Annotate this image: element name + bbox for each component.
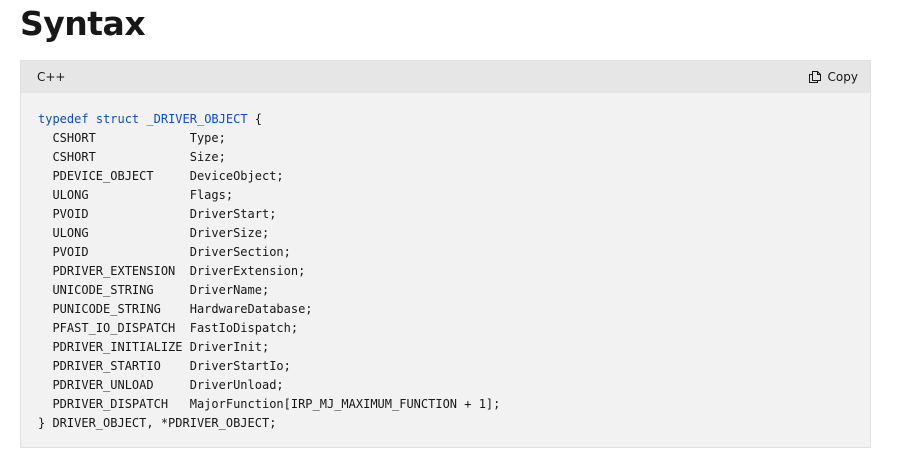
code-line: CSHORT Type; (38, 131, 226, 145)
code-line: PDRIVER_DISPATCH MajorFunction[IRP_MJ_MA… (38, 397, 501, 411)
keyword-struct: struct (95, 112, 140, 126)
code-line: ULONG DriverSize; (38, 226, 270, 240)
code-line: UNICODE_STRING DriverName; (38, 283, 270, 297)
open-brace: { (247, 112, 263, 126)
struct-name: _DRIVER_OBJECT (146, 112, 248, 126)
code-header: C++ Copy (21, 61, 870, 93)
code-line: PDRIVER_INITIALIZE DriverInit; (38, 340, 270, 354)
copy-icon (808, 70, 822, 84)
code-line: PDRIVER_STARTIO DriverStartIo; (38, 359, 291, 373)
language-label: C++ (37, 70, 66, 84)
code-line: PFAST_IO_DISPATCH FastIoDispatch; (38, 321, 299, 335)
code-line: typedef struct _DRIVER_OBJECT { (38, 110, 500, 129)
code-line: PDRIVER_EXTENSION DriverExtension; (38, 264, 306, 278)
code-line: PVOID DriverStart; (38, 207, 277, 221)
code-line: CSHORT Size; (38, 150, 226, 164)
copy-label: Copy (827, 70, 858, 84)
keyword-typedef: typedef (38, 112, 89, 126)
code-line: PVOID DriverSection; (38, 245, 291, 259)
code-body: typedef struct _DRIVER_OBJECT { CSHORT T… (38, 110, 500, 433)
code-line: PDRIVER_UNLOAD DriverUnload; (38, 378, 284, 392)
copy-button[interactable]: Copy (808, 67, 858, 87)
code-block: C++ Copy typedef struct _DRIVER_OBJECT {… (20, 60, 871, 448)
section-heading: Syntax (20, 4, 146, 43)
code-line: } DRIVER_OBJECT, *PDRIVER_OBJECT; (38, 416, 277, 430)
code-line: PDEVICE_OBJECT DeviceObject; (38, 169, 284, 183)
code-line: ULONG Flags; (38, 188, 234, 202)
code-line: PUNICODE_STRING HardwareDatabase; (38, 302, 313, 316)
